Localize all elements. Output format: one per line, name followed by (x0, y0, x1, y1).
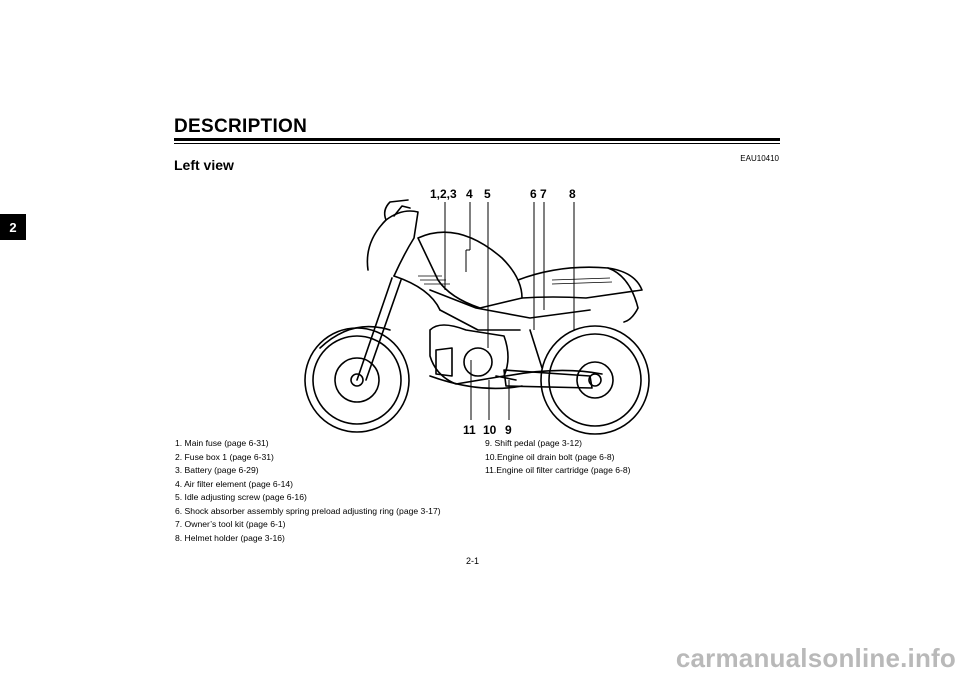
callout-5: 5 (484, 187, 491, 201)
chapter-tab: 2 (0, 214, 26, 240)
legend-item: 2. Fuse box 1 (page 6-31) (175, 451, 274, 462)
page-number: 2-1 (466, 556, 480, 566)
callout-10: 10 (483, 423, 497, 437)
legend-item: 10.Engine oil drain bolt (page 6-8) (485, 451, 615, 462)
callout-6: 6 (530, 187, 537, 201)
legend-item: 5. Idle adjusting screw (page 6-16) (175, 492, 307, 502)
legend-item: 9. Shift pedal (page 3-12) (485, 438, 582, 448)
legend-item: 7. Owner’s tool kit (page 6-1) (175, 519, 286, 529)
legend-item: 11.Engine oil filter cartridge (page 6-8… (485, 465, 631, 475)
callout-8: 8 (569, 187, 576, 201)
callout-1-2-3: 1,2,3 (430, 187, 457, 201)
legend-right: 9. Shift pedal (page 3-12) 10.Engine oil… (485, 437, 631, 478)
view-subtitle: Left view (174, 157, 234, 173)
legend-item: 6. Shock absorber assembly spring preloa… (175, 505, 441, 516)
legend-item: 3. Battery (page 6-29) (175, 465, 259, 475)
callout-9: 9 (505, 423, 512, 437)
legend-left: 1. Main fuse (page 6-31) 2. Fuse box 1 (… (175, 437, 441, 545)
legend-item: 8. Helmet holder (page 3-16) (175, 532, 285, 543)
legend-item: 1. Main fuse (page 6-31) (175, 438, 269, 448)
callout-11: 11 (463, 423, 476, 437)
header-rule-thin (174, 143, 780, 144)
callout-7: 7 (540, 187, 547, 201)
watermark-link[interactable]: carmanualsonline.info (675, 643, 956, 673)
callout-4: 4 (466, 187, 473, 201)
reference-code: EAU10410 (740, 154, 779, 163)
section-title: DESCRIPTION (174, 116, 308, 137)
header-rule-thick (174, 138, 780, 141)
motorcycle-diagram: 1,2,3 4 5 6 7 8 11 10 9 (304, 187, 650, 437)
legend-item: 4. Air filter element (page 6-14) (175, 478, 293, 489)
